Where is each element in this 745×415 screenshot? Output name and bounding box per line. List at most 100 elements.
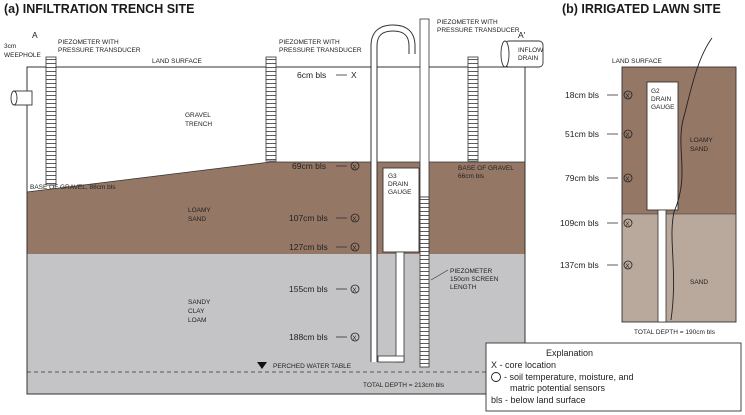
sensor-icon (350, 213, 360, 223)
piezometer-middle (265, 56, 277, 162)
trench-depth-155: 155cm bls X (289, 284, 360, 294)
piezometer-right (467, 56, 479, 162)
trench-depth-188: 188cm bls X (289, 332, 360, 342)
g2-gauge-pipe (657, 209, 667, 323)
piezometer-150cm-screen (419, 18, 430, 368)
loamy-sand-label-1: LOAMY (188, 207, 211, 214)
svg-text:X: X (352, 287, 357, 294)
sensor-icon (350, 284, 360, 294)
sandy-clay-loam-label-1: SANDY (188, 299, 211, 306)
sandy-clay-loam-label-3: LOAM (188, 317, 206, 324)
base-gravel-left-label: BASE OF GRAVEL, 88cm bls (30, 184, 116, 191)
lawn-site-title: (b) IRRIGATED LAWN SITE (562, 2, 721, 16)
sandy-clay-loam-label-2: CLAY (188, 308, 205, 315)
lawn-trace-line (670, 37, 713, 321)
sensor-icon (350, 332, 360, 342)
svg-text:X: X (625, 263, 630, 270)
depth-label: 188cm bls (289, 332, 328, 342)
sensor-icon (623, 90, 633, 100)
explanation-title: Explanation (546, 348, 593, 358)
perched-water-table-label: PERCHED WATER TABLE (273, 363, 352, 370)
base-of-gravel-line (26, 161, 525, 193)
explanation-bls: bls - below land surface (491, 395, 586, 405)
lawn-sand-layer (622, 214, 736, 322)
sensor-icon (623, 218, 633, 228)
trench-depth-107: 107cm bls X (289, 213, 360, 223)
piezometer-right-label-1: PIEZOMETER WITH (437, 19, 498, 26)
weephole-label-2: WEEPHOLE (4, 52, 42, 59)
svg-text:X: X (625, 132, 630, 139)
trench-depth-69: 69cm bls X (292, 161, 360, 171)
trench-depth-127: 127cm bls X (289, 242, 360, 252)
lawn-loamy-sand-label-1: LOAMY (690, 137, 713, 144)
svg-text:X: X (625, 93, 630, 100)
svg-text:X: X (625, 176, 630, 183)
piezometer-screen-leader (430, 269, 449, 281)
explanation-sensors-2: matric potential sensors (510, 383, 606, 393)
inflow-drain-label-1: INFLOW (518, 47, 544, 54)
lawn-cross-section (621, 37, 737, 323)
explanation-core: X - core location (491, 360, 556, 370)
sensor-icon (623, 173, 633, 183)
gravel-trench-label-1: GRAVEL (185, 112, 211, 119)
depth-label: 18cm bls (565, 90, 599, 100)
sensor-icon (350, 242, 360, 252)
explanation-legend: Explanation X - core location - soil tem… (485, 342, 742, 412)
base-gravel-right-label-1: BASE OF GRAVEL (458, 165, 514, 172)
svg-text:X: X (352, 245, 357, 252)
piezometer-middle-label-1: PIEZOMETER WITH (279, 39, 340, 46)
sensor-icon (350, 161, 360, 171)
sandy-clay-loam-layer (27, 254, 525, 394)
lawn-total-depth: TOTAL DEPTH = 190cm bls (634, 329, 716, 336)
g3-drain-gauge (370, 24, 420, 363)
base-gravel-right-label-2: 66cm bls (458, 173, 485, 180)
g2-gauge-label-1: G2 (651, 88, 660, 95)
lawn-land-surface-label: LAND SURFACE (612, 58, 663, 65)
svg-text:X: X (352, 164, 357, 171)
g2-gauge-label-3: GAUGE (651, 104, 675, 111)
lawn-outline (621, 66, 737, 323)
sensor-icon (623, 260, 633, 270)
g2-drain-gauge (646, 81, 679, 211)
g3-gauge-label-2: DRAIN (388, 181, 409, 188)
lawn-sand-label: SAND (690, 279, 708, 286)
depth-label: 155cm bls (289, 284, 328, 294)
trench-land-surface-label: LAND SURFACE (152, 58, 203, 65)
depth-label: 6cm bls (297, 70, 326, 80)
lawn-loamy-sand-label-2: SAND (690, 146, 708, 153)
gravel-trench-label-2: TRENCH (185, 121, 212, 128)
lawn-depth-137: 137cm bls X (560, 260, 633, 270)
piezometer-middle-label-2: PRESSURE TRANSDUCER (279, 47, 362, 54)
section-start-marker: A (32, 30, 38, 40)
lawn-depth-18: 18cm bls X (565, 90, 633, 100)
lawn-loamy-sand-layer (622, 67, 736, 214)
trench-depth-6: 6cm bls X (297, 70, 357, 80)
piezometer-screen-label-3: LENGTH (450, 284, 477, 291)
depth-label: 107cm bls (289, 213, 328, 223)
inflow-drain-label-2: DRAIN (518, 55, 539, 62)
depth-label: 69cm bls (292, 161, 326, 171)
sensor-icon (623, 129, 633, 139)
svg-text:X: X (352, 216, 357, 223)
g2-gauge-label-2: DRAIN (651, 96, 672, 103)
lawn-depth-51: 51cm bls X (565, 129, 633, 139)
depth-label: 109cm bls (560, 218, 599, 228)
piezometer-left (45, 56, 57, 186)
trench-total-depth: TOTAL DEPTH = 213cm bls (363, 382, 445, 389)
depth-label: 79cm bls (565, 173, 599, 183)
depth-label: 51cm bls (565, 129, 599, 139)
inflow-drain-pipe (500, 40, 544, 68)
depth-label: 137cm bls (560, 260, 599, 270)
piezometer-left-label-2: PRESSURE TRANSDUCER (58, 47, 141, 54)
g3-gauge-label-3: GAUGE (388, 189, 412, 196)
lawn-depth-109: 109cm bls X (560, 218, 633, 228)
weephole-pipe (10, 90, 33, 106)
trench-site-title: (a) INFILTRATION TRENCH SITE (4, 2, 195, 16)
weephole-label-1: 3cm (4, 43, 16, 50)
g3-gauge-label-1: G3 (388, 173, 397, 180)
sensor-legend-icon (491, 372, 501, 382)
svg-text:X: X (625, 221, 630, 228)
section-end-marker: A' (518, 30, 526, 40)
piezometer-right-label-2: PRESSURE TRANSDUCER (437, 27, 520, 34)
